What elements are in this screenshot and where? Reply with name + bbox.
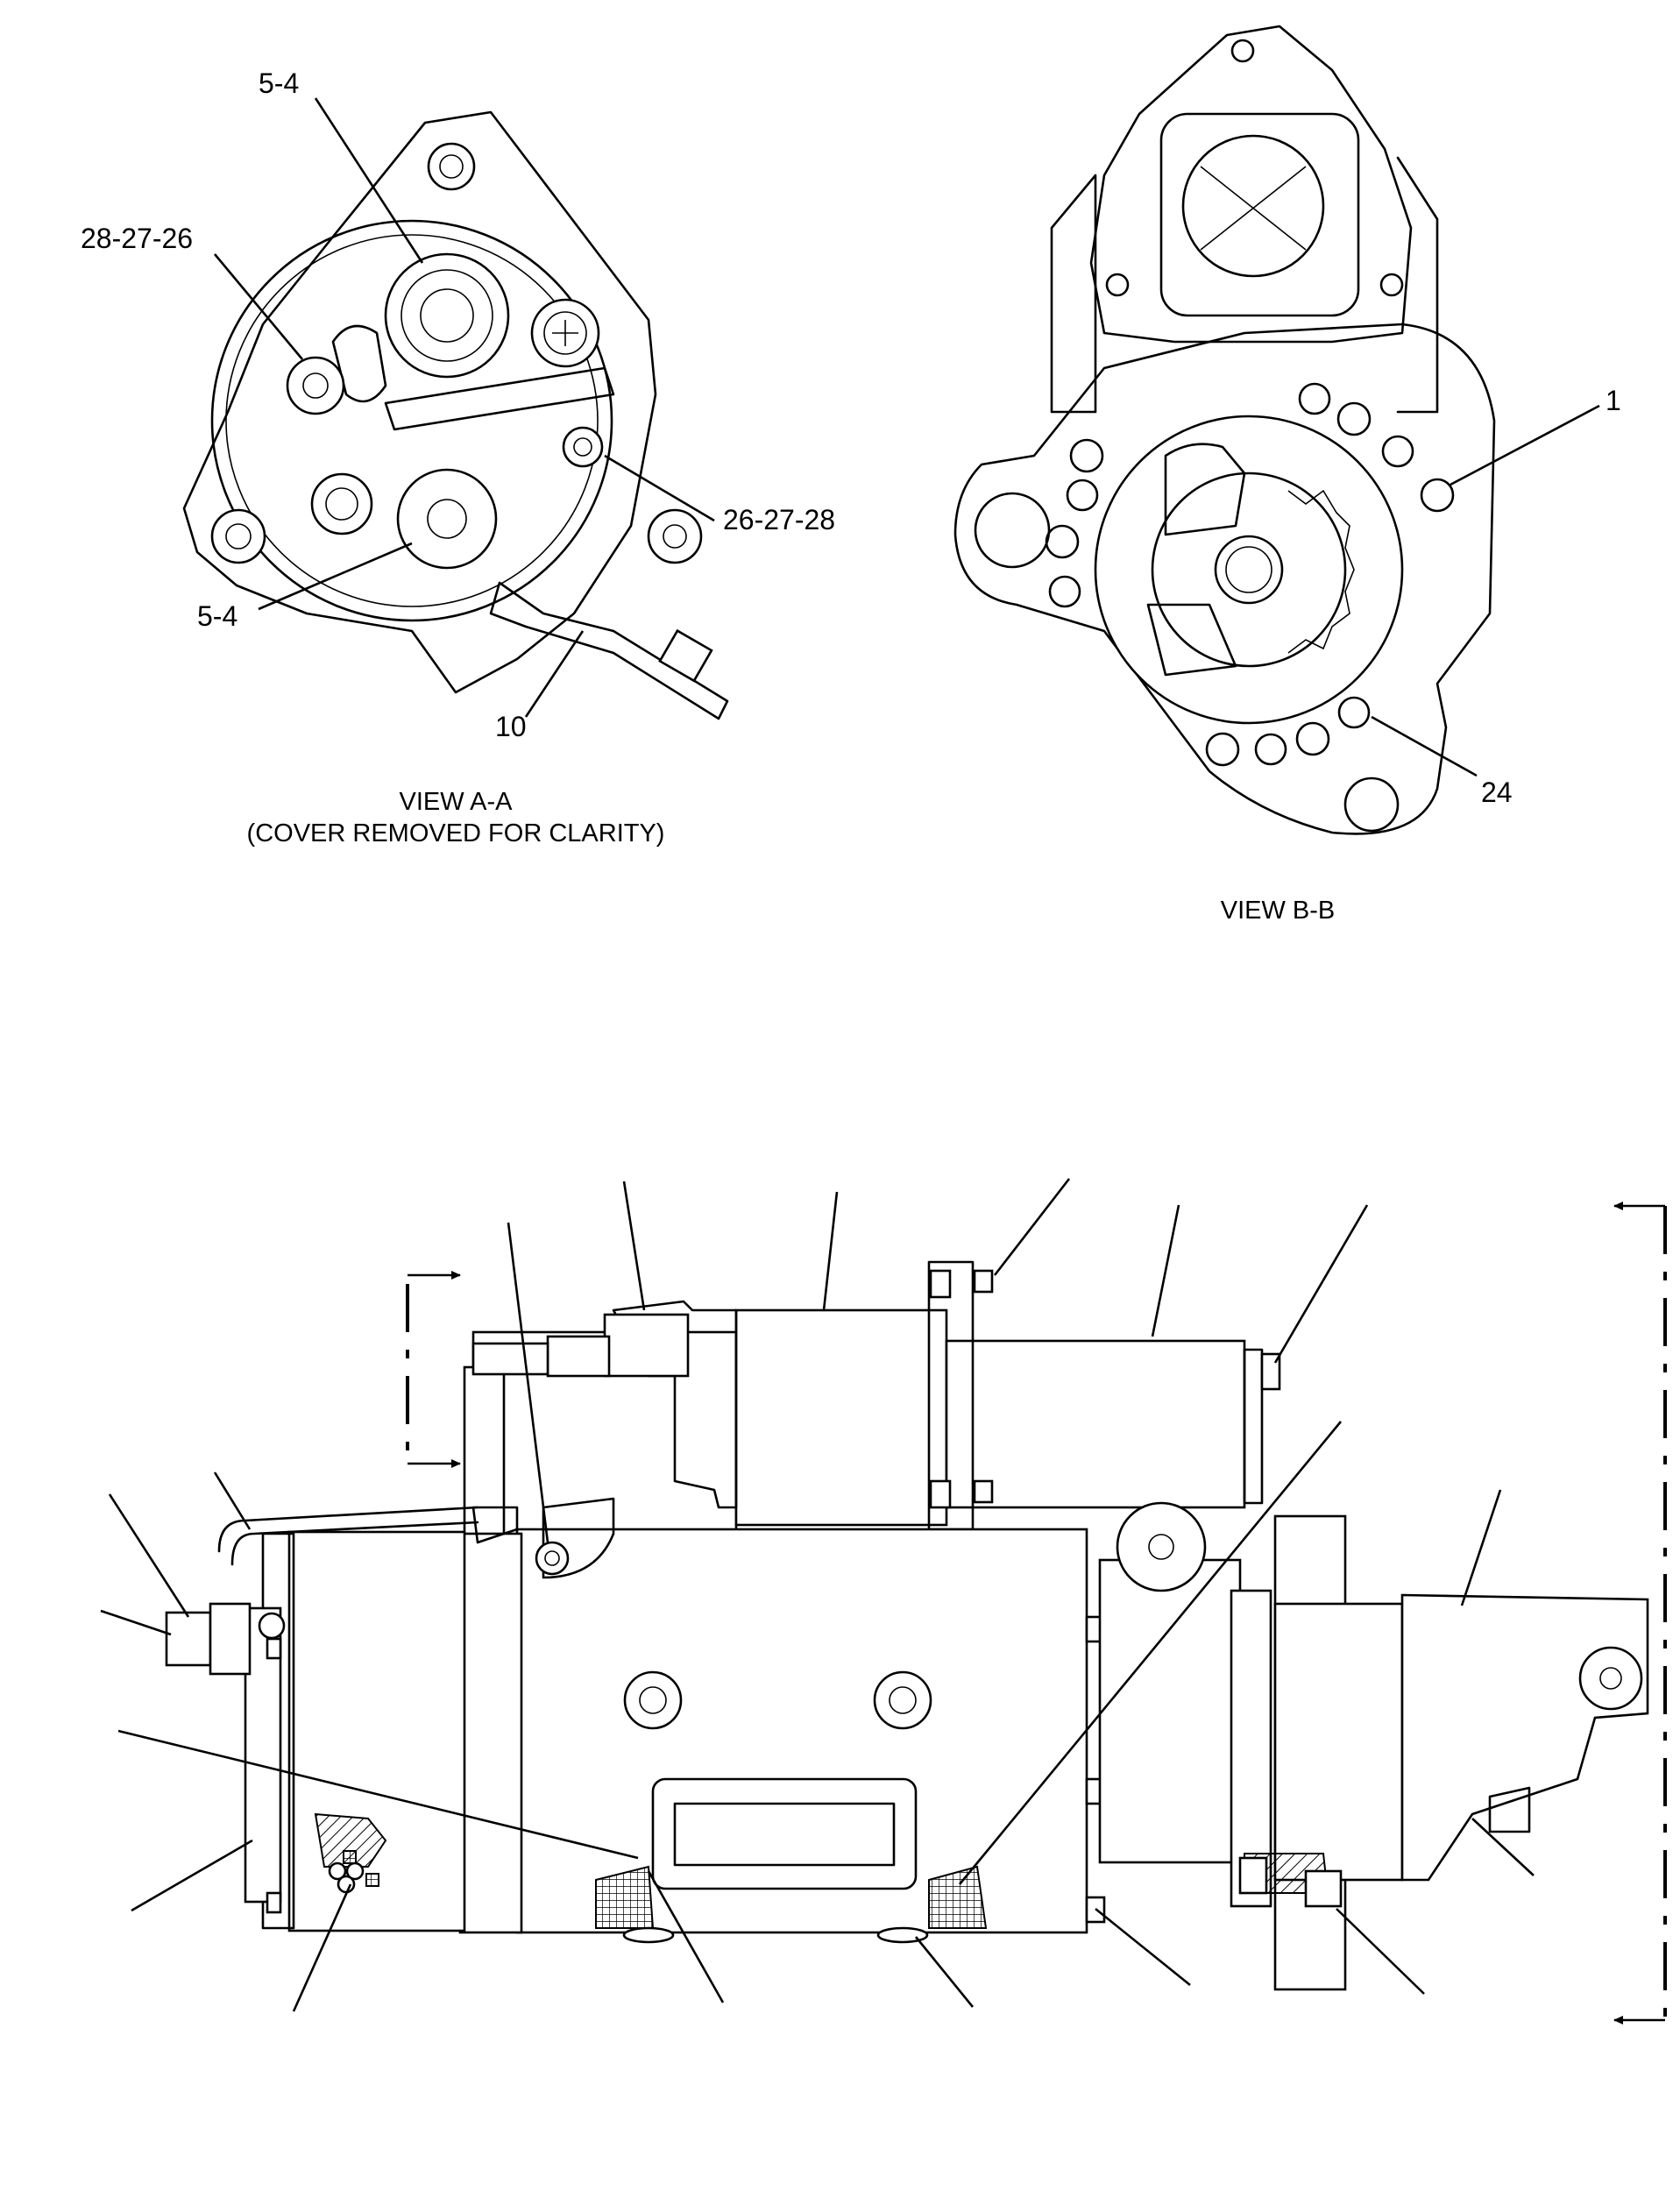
view-b-callout-24: 24: [1481, 776, 1513, 808]
view-a-callout-28-27-26: 28-27-26: [81, 223, 193, 254]
section-line-a-a: [406, 1271, 461, 1468]
body-bolt-left: [623, 1670, 683, 1730]
view-a-top-boss: [427, 142, 476, 191]
view-a-a: 5-4 28-27-26 26-27-28 5-4 10 VIEW A-A (C…: [81, 67, 835, 847]
view-a-bracket-strap: [489, 581, 729, 720]
view-a-housing-ring-outer: [210, 219, 613, 622]
left-terminal-stud: [165, 1611, 212, 1667]
view-b-solenoid-cap: [1159, 112, 1360, 317]
view-a-lower-left-nut: [310, 472, 373, 535]
view-a-callout-10: 10: [495, 711, 527, 742]
view-a-callout-5-4-top: 5-4: [259, 67, 299, 99]
drive-housing: [1098, 1501, 1649, 1991]
view-a-housing-ring-inner: [225, 234, 599, 607]
view-a-main-terminal: [384, 252, 510, 379]
view-a-left-terminal: [286, 356, 345, 415]
view-a-right-lug: [647, 508, 703, 564]
nameplate: [651, 1777, 918, 1890]
view-a-right-stud: [562, 426, 604, 468]
view-a-caption-title: VIEW A-A: [400, 788, 514, 816]
view-a-lower-terminal: [396, 468, 498, 570]
view-b-flange-bolts: [1045, 382, 1455, 767]
view-a-end-housing-outline: [182, 110, 657, 694]
motor-body: [261, 1497, 1106, 1944]
left-end-components: [165, 1506, 479, 1914]
view-b-caption-title: VIEW B-B: [1221, 897, 1336, 925]
view-b-pinion-gear: [1287, 489, 1355, 654]
view-a-callout-26-27-28: 26-27-28: [723, 504, 835, 535]
main-side-view: [100, 1178, 1667, 2024]
view-b-b: 1 24 VIEW B-B: [953, 25, 1621, 925]
main-leader-lines: [100, 1178, 1535, 2012]
drain-plug: [622, 1926, 675, 1944]
view-b-callout-1: 1: [1606, 385, 1621, 416]
section-line-b-b: [1613, 1202, 1667, 2024]
view-a-callout-5-4-bottom: 5-4: [197, 600, 237, 632]
view-a-caption-note: (COVER REMOVED FOR CLARITY): [247, 819, 665, 847]
view-a-curved-slot: [331, 324, 387, 403]
view-b-mounting-flange: [953, 323, 1496, 835]
body-bolt-right: [873, 1670, 932, 1730]
view-b-solenoid-body: [1089, 25, 1413, 344]
view-a-left-lug: [210, 508, 266, 564]
